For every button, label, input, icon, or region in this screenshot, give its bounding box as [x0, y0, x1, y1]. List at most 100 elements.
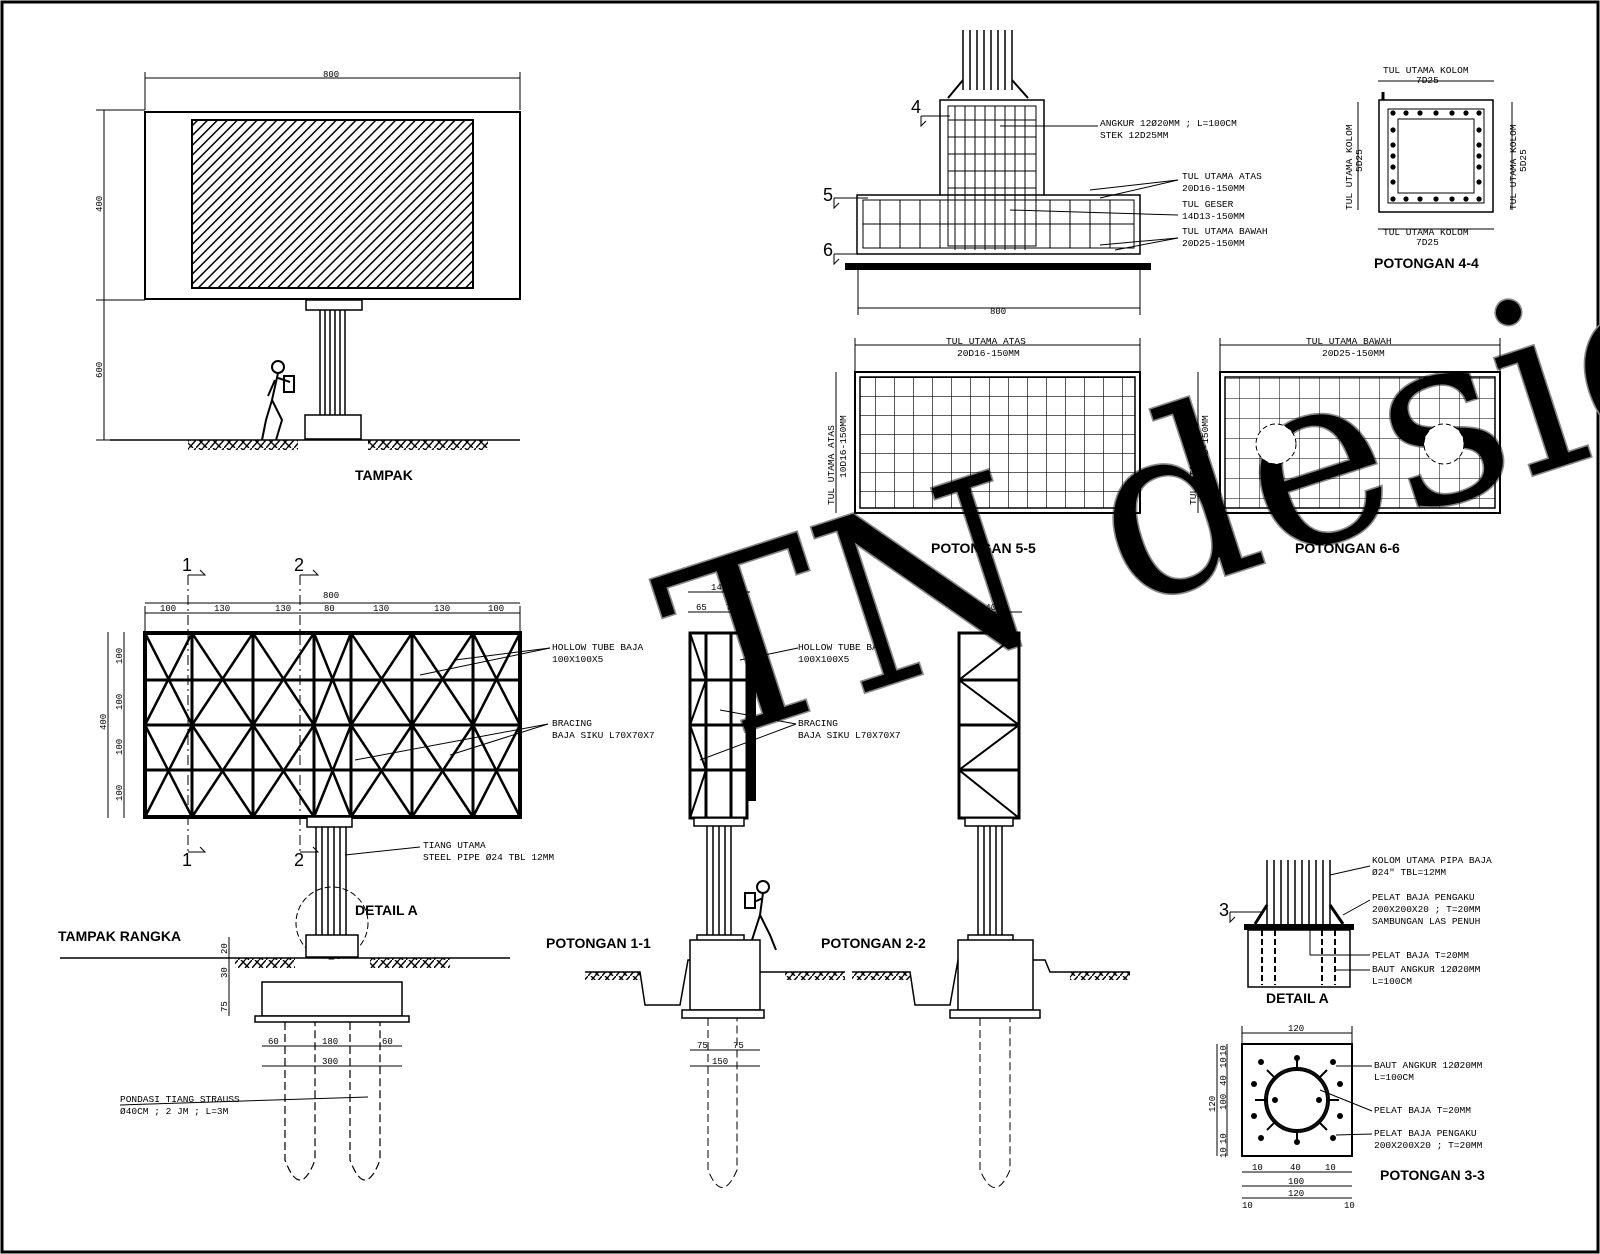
pot55-top-2: 20D16-150MM: [957, 348, 1020, 359]
detail-baut-2: L=100CM: [1372, 976, 1412, 987]
pot44-rebar-dots: [1390, 110, 1482, 202]
pot44-right-2: 5D25: [1518, 149, 1529, 172]
detail-a-callout: [295, 886, 369, 960]
rebar-dot: [1476, 153, 1482, 159]
bracing-label-1: BRACING: [552, 718, 592, 729]
pot55-top-1: TUL UTAMA ATAS: [946, 336, 1026, 347]
rebar-dot: [1390, 110, 1396, 116]
pot44-bottom-2: 7D25: [1416, 237, 1439, 248]
marker-5: 5: [823, 185, 833, 205]
bawah-label-2: 20D25-150MM: [1182, 238, 1245, 249]
angkur-label-2: STEK 12D25MM: [1100, 130, 1169, 141]
potongan-3-3-title: POTONGAN 3-3: [1380, 1167, 1485, 1183]
tiang-label-2: STEEL PIPE Ø24 TBL 12MM: [423, 852, 554, 863]
tiang-label-1: TIANG UTAMA: [423, 840, 486, 851]
sec11-dim-b: 75: [726, 603, 737, 613]
bracing-label-2: BAJA SIKU L70X70X7: [552, 730, 655, 741]
potongan-4-4-view: TUL UTAMA KOLOM 7D25 TUL UTAMA KOLOM 7D2…: [1344, 65, 1529, 271]
pole-base: [304, 414, 362, 440]
potongan-4-4-title: POTONGAN 4-4: [1374, 255, 1479, 271]
sec11-hollow-2: 100X100X5: [798, 654, 850, 665]
rangka-top-dim: 130: [434, 604, 450, 614]
pot33-left-dim: 40: [1219, 1075, 1229, 1086]
anchor-bolt: [1294, 1055, 1300, 1061]
marker-6: 6: [823, 240, 833, 260]
base-dim-60a: 60: [268, 1037, 279, 1047]
bracing-member: [349, 632, 414, 726]
anchor-bolt: [1251, 1081, 1257, 1087]
atas-label-1: TUL UTAMA ATAS: [1182, 171, 1262, 182]
sec11-base-b: 75: [733, 1041, 744, 1051]
hollow-label-1: HOLLOW TUBE BAJA: [552, 642, 644, 653]
pot66-side-2: 10D25-150MM: [1200, 415, 1211, 478]
detail-pelat: PELAT BAJA T=20MM: [1372, 950, 1469, 961]
bracing-member: [312, 724, 353, 818]
rebar-dot: [1390, 196, 1396, 202]
rebar-dot: [1403, 196, 1409, 202]
rangka-left-dim: 100: [115, 739, 125, 755]
pot44-left-2: 5D25: [1354, 149, 1365, 172]
bracing-member: [471, 724, 522, 818]
pot33-dim-top: 120: [1288, 1024, 1304, 1034]
pot33-left-dim: 10: [1219, 1045, 1229, 1056]
main-pole: [319, 310, 346, 415]
rangka-left-dim: 100: [115, 785, 125, 801]
rebar-dot: [1390, 142, 1396, 148]
pot33-baut-1: BAUT ANGKUR 12Ø20MM: [1374, 1060, 1483, 1071]
rebar-dot: [1463, 110, 1469, 116]
potongan-6-6-view: TUL UTAMA BAWAH 20D25-150MM TUL UTAMA BA…: [1188, 336, 1501, 556]
marker-4: 4: [911, 97, 921, 117]
rebar-dot: [1449, 110, 1455, 116]
tampak-dim-pole: 600: [95, 362, 105, 378]
anchor-bolt: [1316, 1097, 1322, 1103]
anchor-bolt: [1294, 1139, 1300, 1145]
bracing-member: [410, 632, 475, 726]
section-marker-2: [299, 569, 320, 853]
rebar-dot: [1390, 179, 1396, 185]
pot44-bottom-1: TUL UTAMA KOLOM: [1383, 227, 1469, 238]
anchor-bolt: [1337, 1113, 1343, 1119]
detail-a-tag: DETAIL A: [355, 902, 418, 918]
hollow-label-2: 100X100X5: [552, 654, 604, 665]
bracing-member: [471, 632, 522, 726]
rebar-dot: [1476, 179, 1482, 185]
rebar-dot: [1403, 110, 1409, 116]
base-dim-60b: 60: [382, 1037, 393, 1047]
pot33-bottom-0: 10: [1252, 1163, 1263, 1173]
atas-label-2: 20D16-150MM: [1182, 183, 1245, 194]
tampak-dim-width: 800: [323, 70, 339, 80]
rangka-left-dim: 100: [115, 694, 125, 710]
potongan-1-1-view: 140 65 75 75 75 150: [546, 583, 901, 1188]
rebar-dot: [1417, 110, 1423, 116]
anchor-bolt: [1330, 1059, 1336, 1065]
pot44-top-2: 7D25: [1416, 75, 1439, 86]
potongan-5-5-title: POTONGAN 5-5: [931, 540, 1036, 556]
marker-1-bottom: 1: [182, 850, 192, 870]
rangka-top-dim: 80: [324, 604, 335, 614]
footing-dim-width: 800: [990, 307, 1006, 317]
anchor-bolt: [1272, 1097, 1278, 1103]
section-marker-1: [187, 569, 207, 853]
pot33-bottom-1: 40: [1290, 1163, 1301, 1173]
human-figure-icon: [261, 360, 295, 441]
rangka-dim-height: 400: [99, 714, 109, 730]
rebar-dot: [1390, 127, 1396, 133]
potongan-6-6-title: POTONGAN 6-6: [1295, 540, 1400, 556]
bracing-member: [349, 724, 414, 818]
bawah-label-1: TUL UTAMA BAWAH: [1182, 226, 1268, 237]
potongan-2-2-title: POTONGAN 2-2: [821, 935, 926, 951]
marker-2-bottom: 2: [294, 850, 304, 870]
pot33-pengaku-1: PELAT BAJA PENGAKU: [1374, 1128, 1477, 1139]
tampak-rangka-title: TAMPAK RANGKA: [58, 928, 181, 944]
bracing-member: [143, 632, 194, 726]
rangka-top-dim: 130: [373, 604, 389, 614]
pot33-left-dim: 100: [1219, 1094, 1229, 1110]
rebar-dot: [1433, 196, 1439, 202]
rebar-dot: [1476, 196, 1482, 202]
anchor-bolt: [1330, 1135, 1336, 1141]
